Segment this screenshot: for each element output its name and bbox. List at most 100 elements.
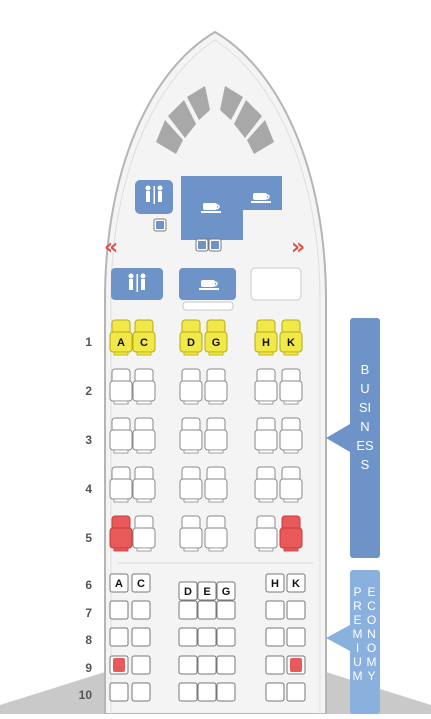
business-seat[interactable]: G — [204, 319, 228, 356]
row-number: 8 — [85, 633, 92, 647]
premium-seat[interactable] — [131, 655, 151, 675]
seat-label: H — [262, 337, 270, 349]
premium-seat[interactable] — [197, 682, 217, 702]
galley-front — [181, 176, 282, 240]
premium-seat[interactable] — [197, 655, 217, 675]
business-seat[interactable] — [279, 466, 303, 503]
business-seat[interactable] — [279, 515, 303, 552]
seat-label: A — [117, 337, 125, 349]
business-seat[interactable] — [204, 368, 228, 405]
business-seat[interactable] — [109, 417, 133, 454]
premium-seat[interactable] — [265, 600, 285, 620]
seat-label: E — [203, 586, 210, 598]
premium-seat[interactable] — [216, 682, 236, 702]
nav-prev-arrow[interactable]: « — [104, 235, 119, 260]
premium-seat[interactable] — [286, 627, 306, 647]
premium-seat[interactable] — [178, 682, 198, 702]
premium-seat[interactable]: H — [265, 573, 285, 593]
row-number: 7 — [85, 606, 92, 620]
business-seat[interactable]: K — [279, 319, 303, 356]
premium-seat[interactable]: C — [131, 573, 151, 593]
premium-economy-panel — [350, 570, 380, 714]
business-seat[interactable] — [132, 417, 156, 454]
business-seat[interactable]: A — [109, 319, 133, 356]
row-number: 10 — [78, 688, 92, 702]
row-number: 9 — [85, 661, 92, 675]
business-seat[interactable] — [204, 417, 228, 454]
premium-seat[interactable]: A — [109, 573, 129, 593]
premium-seat[interactable] — [265, 655, 285, 675]
seat-label: H — [271, 578, 279, 590]
business-seat[interactable]: H — [254, 319, 278, 356]
business-seat[interactable] — [254, 368, 278, 405]
premium-seat[interactable] — [131, 627, 151, 647]
seat-label: C — [137, 578, 145, 590]
business-seat[interactable]: C — [132, 319, 156, 356]
premium-seat[interactable] — [216, 627, 236, 647]
premium-seat[interactable]: K — [286, 573, 306, 593]
cockpit-windows — [156, 86, 274, 154]
business-seat[interactable] — [109, 368, 133, 405]
coffee-cup-icon — [199, 280, 219, 290]
premium-seat[interactable] — [178, 600, 198, 620]
business-seat[interactable] — [179, 368, 203, 405]
premium-seat[interactable] — [109, 655, 129, 675]
business-seat[interactable] — [254, 515, 278, 552]
premium-seat[interactable] — [286, 682, 306, 702]
business-seat[interactable]: D — [179, 319, 203, 356]
business-seat[interactable] — [132, 515, 156, 552]
premium-seat[interactable] — [178, 627, 198, 647]
premium-seat[interactable] — [286, 655, 306, 675]
premium-seat[interactable] — [109, 627, 129, 647]
premium-seat[interactable]: E — [197, 581, 217, 601]
business-seat[interactable] — [254, 466, 278, 503]
toilet-icon — [145, 185, 163, 204]
business-panel — [350, 318, 380, 558]
premium-seat[interactable] — [109, 682, 129, 702]
business-seat[interactable] — [204, 515, 228, 552]
row-number: 5 — [85, 531, 92, 545]
row-number: 3 — [85, 433, 92, 447]
business-seat[interactable] — [279, 417, 303, 454]
row-number: 4 — [85, 482, 92, 496]
galley-mid-bar — [182, 301, 234, 311]
premium-seat[interactable] — [216, 600, 236, 620]
seat-label: D — [184, 586, 192, 598]
premium-seat[interactable] — [265, 682, 285, 702]
premium-seat[interactable] — [109, 600, 129, 620]
nav-next-arrow[interactable]: » — [291, 235, 306, 260]
business-seat[interactable] — [109, 515, 133, 552]
premium-seat[interactable] — [265, 627, 285, 647]
row-number: 2 — [85, 384, 92, 398]
business-seat[interactable] — [179, 515, 203, 552]
business-seat[interactable] — [279, 368, 303, 405]
business-seat[interactable] — [179, 466, 203, 503]
premium-seat[interactable] — [216, 655, 236, 675]
premium-seat[interactable]: G — [216, 581, 236, 601]
storage-right — [250, 267, 302, 301]
premium-seat[interactable] — [131, 600, 151, 620]
business-seat[interactable] — [204, 466, 228, 503]
seat-label: C — [140, 337, 148, 349]
seat-label: G — [212, 337, 221, 349]
business-seat[interactable] — [132, 368, 156, 405]
row-number: 1 — [85, 335, 92, 349]
business-seat[interactable] — [179, 417, 203, 454]
premium-seat[interactable] — [131, 682, 151, 702]
business-label: BUSINESS — [356, 362, 374, 472]
toilet-icon — [128, 273, 146, 292]
business-seat[interactable] — [254, 417, 278, 454]
premium-seat[interactable] — [178, 655, 198, 675]
seat-label: A — [115, 578, 123, 590]
premium-seat[interactable] — [286, 600, 306, 620]
premium-seat[interactable] — [197, 627, 217, 647]
premium-seat[interactable]: D — [178, 581, 198, 601]
business-seat[interactable] — [132, 466, 156, 503]
business-seat[interactable] — [109, 466, 133, 503]
premium-seat[interactable] — [197, 600, 217, 620]
